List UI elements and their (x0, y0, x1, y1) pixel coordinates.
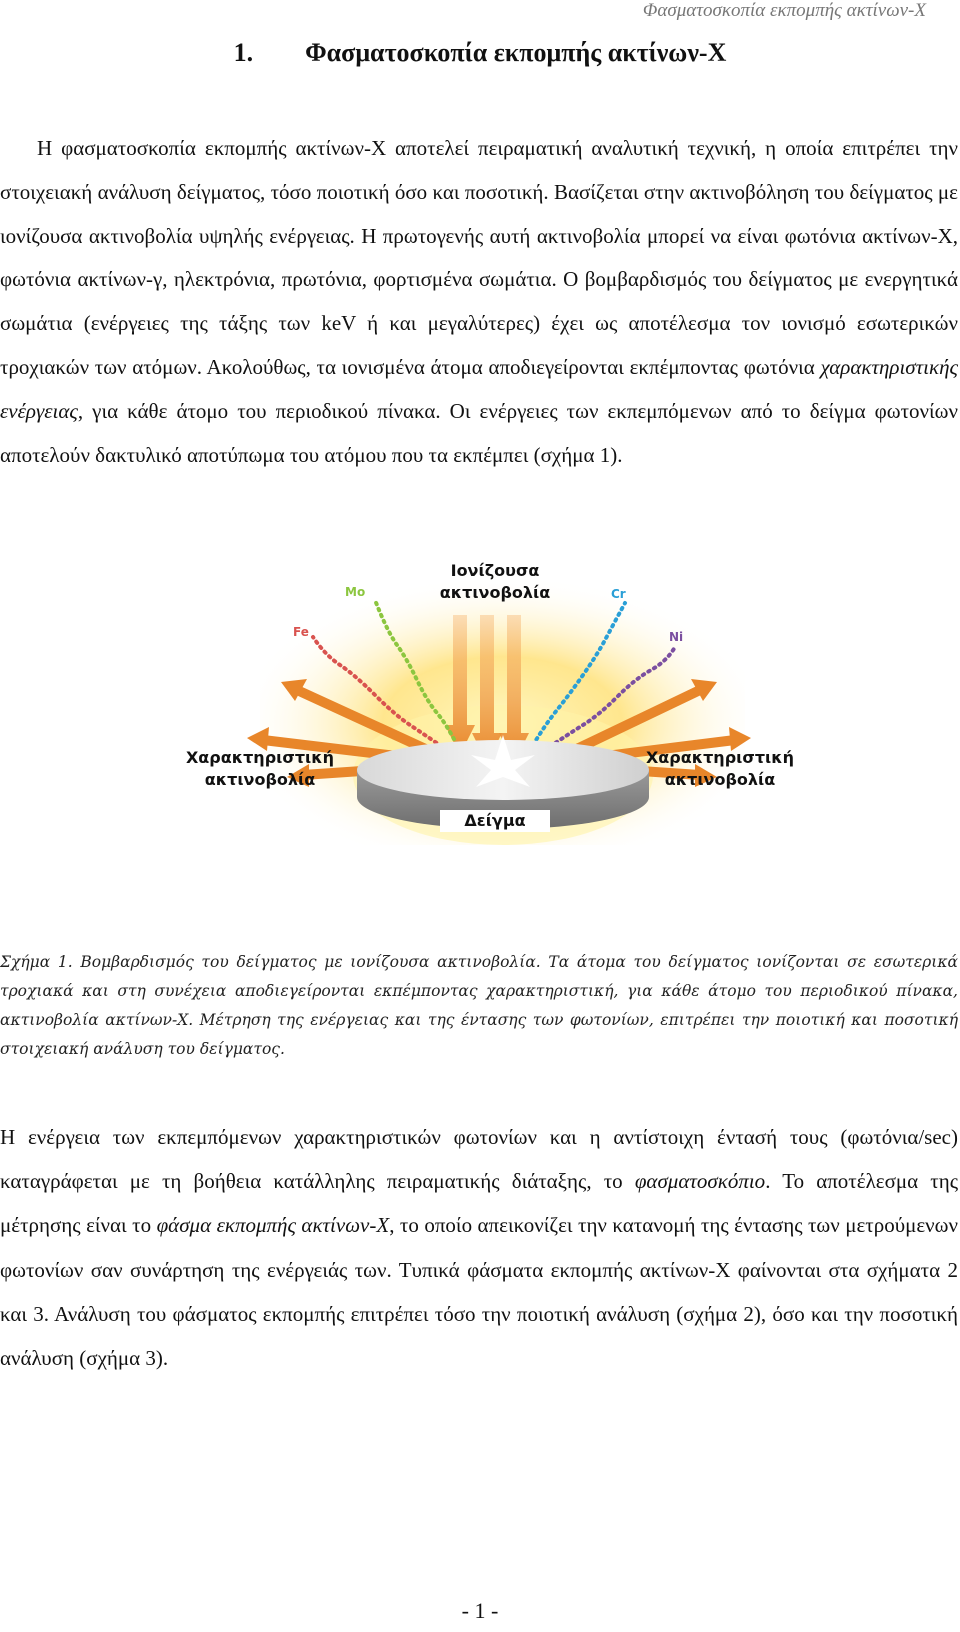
emphasis-text: φάσμα εκπομπής ακτίνων-Χ (156, 1213, 390, 1238)
characteristic-rays (311, 598, 677, 752)
emphasis-text: φασματοσκόπιο (634, 1169, 766, 1194)
element-ni: Ni (669, 630, 684, 644)
paragraph-text: , το οποίο απεικονίζει την κατανομή της … (0, 1213, 958, 1371)
section-number: 1. (233, 38, 254, 67)
paragraph-text: Η φασματοσκοπία εκπομπής ακτίνων-Χ αποτε… (0, 136, 958, 379)
element-cr: Cr (611, 587, 626, 601)
page-number: - 1 - (461, 1598, 499, 1623)
intro-paragraph: Η φασματοσκοπία εκπομπής ακτίνων-Χ αποτε… (0, 127, 958, 477)
xray-emission-illustration (247, 575, 751, 845)
element-fe: Fe (293, 625, 309, 639)
label-sample: Δείγμα (440, 810, 550, 832)
spectrum-paragraph: Η ενέργεια των εκπεμπόμενων χαρακτηριστι… (0, 1115, 958, 1380)
section-title: 1. Φασματοσκοπία εκπομπής ακτίνων-Χ (0, 38, 960, 68)
ionizing-beams (445, 615, 529, 763)
element-mo: Mo (345, 585, 366, 599)
paragraph-text: , για κάθε άτομο του περιοδικού πίνακα. … (0, 398, 958, 467)
section-title-text: Φασματοσκοπία εκπομπής ακτίνων-Χ (305, 38, 727, 67)
emphasis-text: χαρακτηριστικής ενέργειας (0, 354, 959, 423)
running-header: Φασματοσκοπία εκπομπής ακτίνων-Χ (642, 0, 926, 21)
caption-text: Βομβαρδισμός του δείγματος με ιονίζουσα … (0, 953, 958, 1058)
paragraph-text: . Το αποτέλεσμα της μέτρησης είναι το (0, 1169, 959, 1238)
paragraph-text: Η ενέργεια των εκπεμπόμενων χαρακτηριστι… (0, 1125, 958, 1194)
emission-arrowheads (247, 679, 751, 787)
sample-disk (357, 735, 649, 829)
caption-label: Σχήμα 1. (0, 953, 73, 971)
figure-1-caption: Σχήμα 1. Βομβαρδισμός του δείγματος με ι… (0, 948, 958, 1064)
